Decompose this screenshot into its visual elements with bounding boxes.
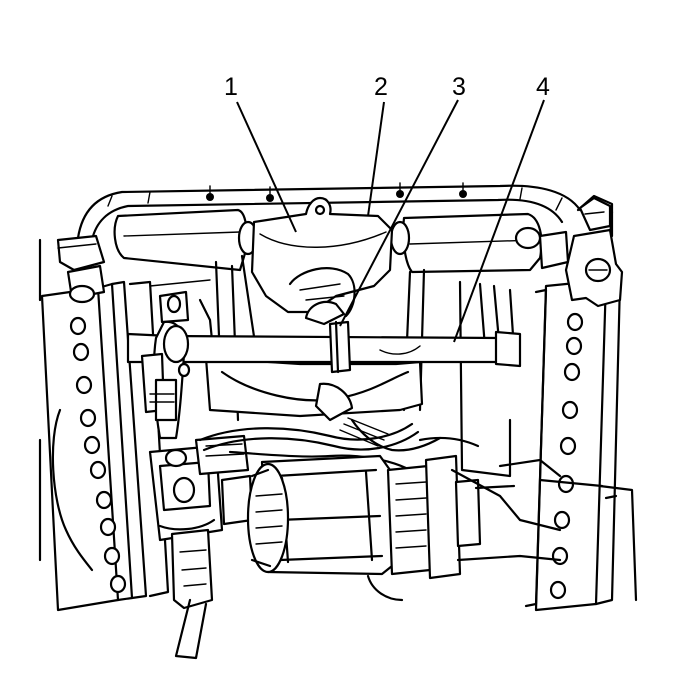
lower-cables [174,458,604,660]
callout-1-leader [236,101,297,233]
wiring-harness [198,345,480,470]
callout-labels: 1 2 3 4 [224,73,550,101]
callout-4-leader [453,99,545,343]
callout-3-leader [339,99,459,327]
rod-clip [328,320,352,374]
seat-frame-top [76,182,614,264]
lower-left-adjuster [148,434,254,610]
callout-leaders [236,99,545,343]
callout-3-label: 3 [452,73,466,101]
motor-mounting-bracket [250,196,394,326]
callout-2-label: 2 [374,73,388,101]
callout-2-leader [367,101,385,217]
left-seat-track [38,234,170,612]
electric-motor [246,454,562,580]
left-gearbox [140,290,191,440]
lower-housing [204,356,424,422]
upper-housing [113,208,570,274]
callout-4-label: 4 [536,73,550,101]
callout-1-label: 1 [224,73,238,101]
